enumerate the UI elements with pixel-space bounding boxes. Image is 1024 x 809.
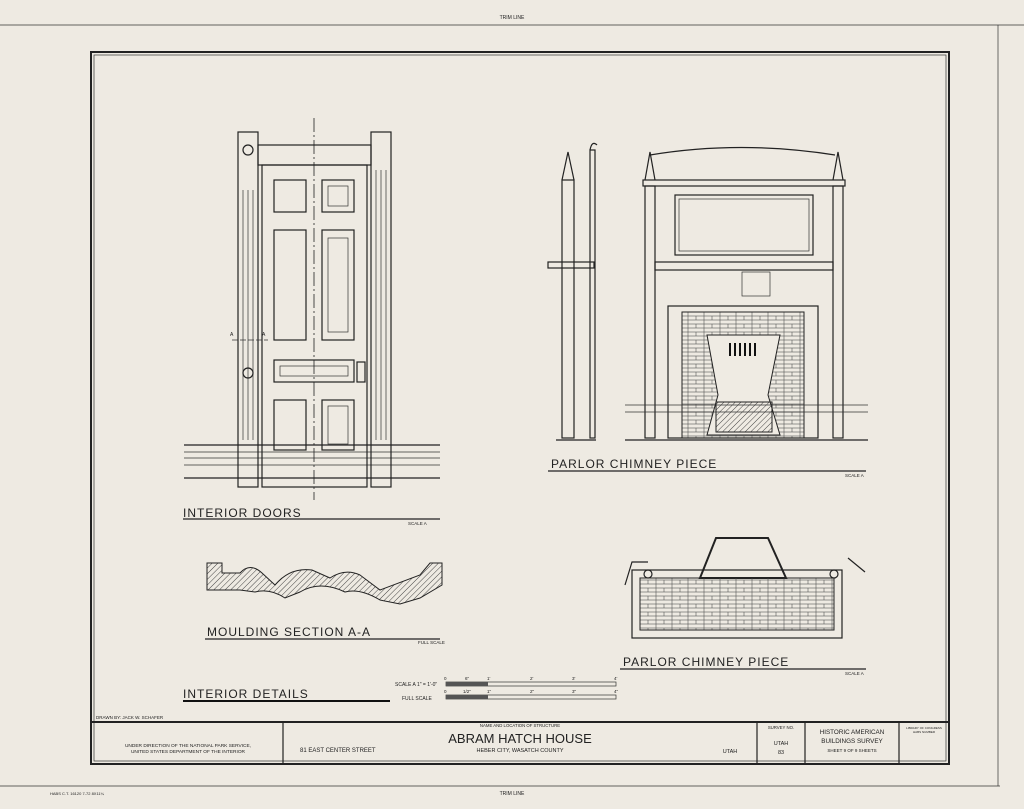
trim-line-bottom-label: TRIM LINE — [500, 791, 525, 797]
chimney-piece-front-elevation — [625, 146, 868, 441]
survey-number: 83 — [778, 750, 784, 756]
survey-state: UTAH — [774, 741, 789, 747]
sheet-border — [90, 51, 950, 765]
scale-tick: 4' — [614, 676, 618, 681]
scale-tick: 0 — [444, 676, 447, 681]
title-block — [91, 721, 949, 764]
moulding-profile — [206, 562, 443, 605]
interior-door-elevation — [184, 118, 440, 500]
parlor-elevation-title: PARLOR CHIMNEY PIECE — [551, 457, 717, 471]
trim-line-top-label: TRIM LINE — [500, 15, 525, 21]
scale-tick: 4" — [614, 689, 619, 694]
full-scale-label: FULL SCALE — [402, 696, 432, 702]
library-line-1: LIBRARY OF CONGRESS — [906, 726, 942, 730]
drawn-by: DRAWN BY: JACK W. SCHAFER — [96, 715, 164, 720]
direction-line-2: UNITED STATES DEPARTMENT OF THE INTERIOR — [131, 749, 246, 755]
scale-tick: 1" — [487, 689, 492, 694]
street-address: 81 EAST CENTER STREET — [300, 748, 376, 754]
scale-a-label: SCALE A 1" = 1'-0" — [395, 682, 437, 688]
scale-tick: 2" — [530, 689, 535, 694]
parlor-plan-title: PARLOR CHIMNEY PIECE — [623, 655, 789, 669]
scale-tick: 2' — [530, 676, 534, 681]
section-mark-left: A — [230, 332, 234, 338]
scale-bars: SCALE A 1" = 1'-0" 0 6" 1' 2' 3' 4' FULL… — [395, 676, 619, 702]
scale-tick: 3' — [572, 676, 576, 681]
moulding-section-title: MOULDING SECTION A-A — [207, 625, 371, 639]
chimney-piece-plan — [624, 537, 866, 639]
name-location-label: NAME AND LOCATION OF STRUCTURE — [480, 723, 560, 728]
org-line-2: BUILDINGS SURVEY — [821, 738, 883, 745]
interior-details-title: INTERIOR DETAILS — [183, 687, 309, 701]
structure-name: ABRAM HATCH HOUSE — [448, 731, 592, 746]
survey-no-label: SURVEY NO. — [768, 725, 794, 730]
parlor-plan-scale: SCALE A — [845, 671, 864, 676]
moulding-section-scale: FULL SCALE — [418, 640, 445, 645]
scale-tick: 1/2" — [463, 689, 471, 694]
print-code: HABS C.T. 16120 7-72 8X11¼ — [50, 791, 105, 796]
state: UTAH — [723, 749, 738, 755]
sheet-info: SHEET 9 OF 9 SHEETS — [827, 748, 876, 753]
chimney-piece-side-section — [547, 142, 598, 441]
library-line-2: HABS NUMBER — [913, 730, 936, 734]
org-line-1: HISTORIC AMERICAN — [820, 729, 885, 736]
interior-doors-scale: SCALE A — [408, 521, 427, 526]
direction-line-1: UNDER DIRECTION OF THE NATIONAL PARK SER… — [125, 743, 251, 749]
scale-tick: 1' — [487, 676, 491, 681]
section-mark-right: A — [262, 332, 266, 338]
scale-tick: 3" — [572, 689, 577, 694]
scale-tick: 0 — [444, 689, 447, 694]
interior-doors-title: INTERIOR DOORS — [183, 506, 302, 520]
city-county: HEBER CITY, WASATCH COUNTY — [477, 748, 564, 754]
scale-tick: 6" — [465, 676, 470, 681]
parlor-elevation-scale: SCALE A — [845, 473, 864, 478]
